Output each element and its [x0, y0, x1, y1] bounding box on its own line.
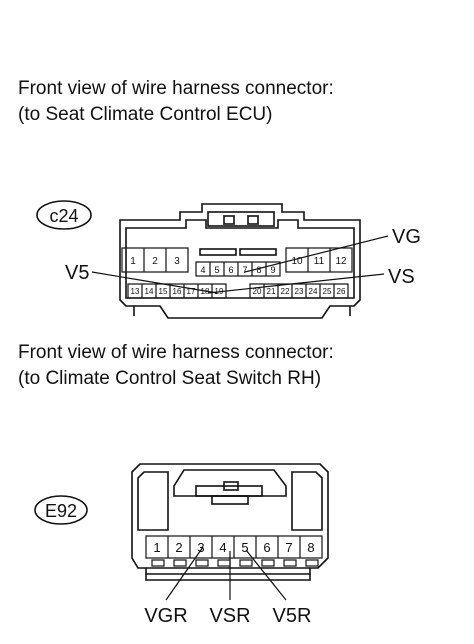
pin-9: 9	[270, 265, 275, 275]
ecu-latch-slot-right	[247, 215, 259, 225]
switch-caption-line1: Front view of wire harness connector:	[18, 342, 334, 363]
switch-latch	[173, 469, 287, 497]
switch-code-oval	[34, 495, 88, 525]
pin-25: 25	[323, 287, 332, 296]
switch-connector	[34, 463, 329, 581]
switch-pin-7: 7	[285, 540, 292, 555]
pin-16: 16	[173, 287, 182, 296]
ecu-key-left	[199, 248, 237, 256]
pin-10: 10	[291, 256, 303, 267]
vs-leader	[207, 273, 385, 294]
switch-left-wall	[137, 471, 169, 531]
pin-21: 21	[267, 287, 276, 296]
switch-pin-2: 2	[175, 540, 182, 555]
ecu-connector-code: c24	[49, 206, 78, 226]
switch-pin-6: 6	[263, 540, 270, 555]
switch-latch-body	[195, 485, 263, 497]
switch-pin-8: 8	[307, 540, 314, 555]
ecu-caption-line2: (to Seat Climate Control ECU)	[18, 104, 273, 125]
ecu-cells-top-right	[285, 247, 353, 273]
pin-1: 1	[130, 256, 136, 267]
switch-pin-3: 3	[197, 540, 204, 555]
switch-connector-caption: Front view of wire harness connector: (t…	[18, 340, 334, 392]
pin-23: 23	[295, 287, 304, 296]
pin-12: 12	[335, 256, 347, 267]
switch-connector-code: E92	[45, 501, 77, 521]
ecu-cells-top-left	[121, 247, 189, 273]
ecu-connector-caption: Front view of wire harness connector: (t…	[18, 76, 334, 128]
ecu-leader-lines	[91, 235, 389, 294]
pin-26: 26	[337, 287, 346, 296]
vg-leader	[244, 235, 389, 273]
switch-caption-line2: (to Climate Control Seat Switch RH)	[18, 368, 322, 389]
pin-14: 14	[145, 287, 154, 296]
vgr-leader	[165, 546, 204, 601]
pin-17: 17	[187, 287, 196, 296]
ecu-inner-frame	[125, 219, 355, 299]
pin-13: 13	[131, 287, 140, 296]
switch-pin-1: 1	[153, 540, 160, 555]
vg-label: VG	[392, 226, 421, 248]
switch-right-wall	[291, 471, 323, 531]
switch-latch-neck	[211, 495, 249, 505]
switch-leader-lines	[165, 546, 287, 601]
pin-3: 3	[174, 256, 180, 267]
vgr-label: VGR	[144, 605, 187, 627]
vsr-label: VSR	[209, 605, 250, 627]
switch-pin-4: 4	[219, 540, 226, 555]
pin-24: 24	[309, 287, 318, 296]
switch-pin-numbers: 1 2 3 4 5 6 7 8	[153, 540, 314, 555]
pin-22: 22	[281, 287, 290, 296]
ecu-pin-cells	[121, 247, 353, 299]
ecu-latch-slot-left	[223, 215, 235, 225]
v5-label: V5	[65, 262, 89, 284]
ecu-latch	[207, 211, 275, 227]
pin-5: 5	[214, 265, 219, 275]
pin-6: 6	[228, 265, 233, 275]
pin-15: 15	[159, 287, 168, 296]
v5r-leader	[245, 549, 287, 601]
ecu-cells-bottom-right	[249, 283, 349, 299]
pin-20: 20	[253, 287, 262, 296]
vs-label: VS	[388, 266, 415, 288]
pin-4: 4	[200, 265, 205, 275]
pin-8: 8	[256, 265, 261, 275]
pin-2: 2	[152, 256, 158, 267]
ecu-caption-line1: Front view of wire harness connector:	[18, 78, 334, 99]
switch-latch-slot	[223, 481, 239, 491]
v5-leader	[91, 271, 218, 294]
pin-11: 11	[314, 256, 325, 267]
ecu-key-right	[239, 248, 277, 256]
switch-pin-5: 5	[241, 540, 248, 555]
v5r-label: V5R	[273, 605, 312, 627]
pin-7: 7	[242, 265, 247, 275]
ecu-housing	[119, 203, 361, 319]
ecu-code-oval	[36, 200, 92, 230]
switch-pin-cells	[145, 535, 323, 567]
ecu-connector	[36, 200, 361, 319]
